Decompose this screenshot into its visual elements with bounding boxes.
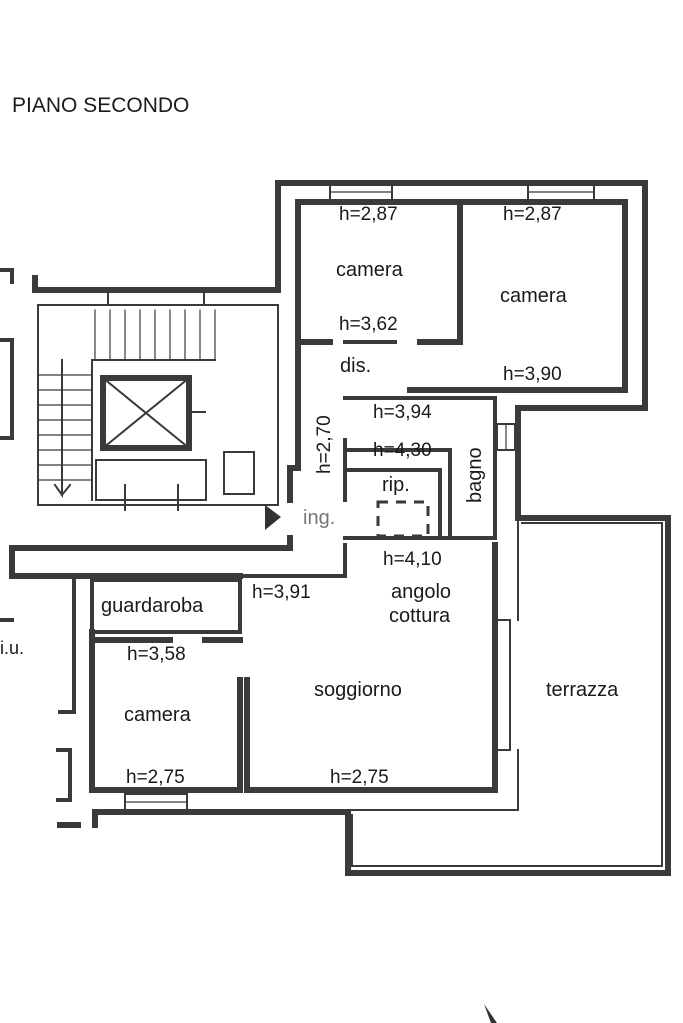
room-rip: rip.	[382, 474, 410, 496]
height-label: h=4,30	[373, 440, 432, 461]
height-label: h=2,87	[503, 204, 562, 225]
room-camera-bottom: camera	[124, 704, 192, 726]
room-soggiorno: soggiorno	[314, 679, 402, 701]
bedroom-walls-top	[295, 182, 628, 393]
height-label: h=3,94	[373, 402, 432, 423]
core-walls	[238, 339, 516, 578]
room-camera-top-right: camera	[500, 285, 568, 307]
room-bagno: bagno	[464, 447, 486, 503]
room-guardaroba: guardaroba	[101, 595, 204, 617]
height-label: h=3,62	[339, 314, 398, 335]
room-terrazza: terrazza	[546, 679, 619, 701]
stair-treads	[37, 309, 216, 501]
room-camera-top-left: camera	[336, 259, 404, 281]
entrance-arrow	[265, 505, 281, 530]
stairwell	[37, 289, 279, 511]
room-cottura: cottura	[389, 605, 451, 627]
height-label: h=2,75	[330, 767, 389, 788]
height-label: h=4,10	[383, 549, 442, 570]
height-label: h=2,70	[314, 415, 335, 474]
room-dis: dis.	[340, 355, 371, 377]
height-label: h=3,91	[252, 582, 311, 603]
edge-text-fragment: i.u.	[0, 638, 24, 658]
height-label: h=3,58	[127, 644, 186, 665]
height-label: h=2,87	[339, 204, 398, 225]
height-label: h=3,90	[503, 364, 562, 385]
north-arrow-fragment	[484, 1004, 497, 1023]
room-angolo: angolo	[391, 581, 451, 603]
bottom-walls	[89, 517, 663, 867]
room-ingresso: ing.	[303, 507, 335, 529]
height-label: h=2,75	[126, 767, 185, 788]
plan-title: PIANO SECONDO	[12, 94, 189, 117]
